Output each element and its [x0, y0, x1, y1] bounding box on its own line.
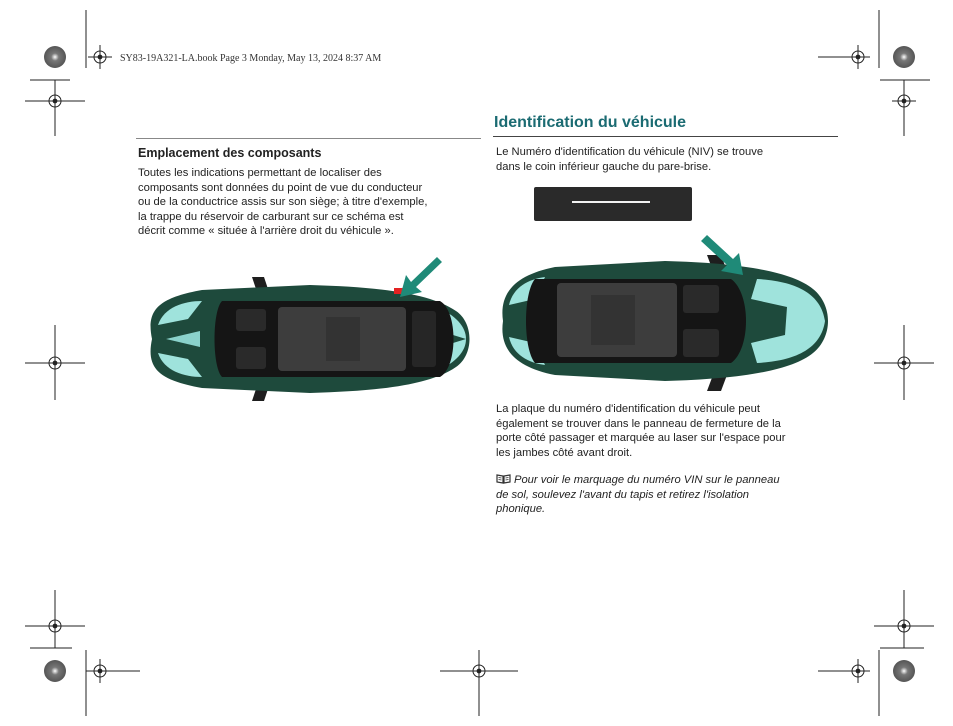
vin-location-arrow-icon: [701, 235, 743, 275]
paragraph-line: Toutes les indications permettant de loc…: [138, 167, 382, 179]
vin-note-paragraph: Pour voir le marquage du numéro VIN sur …: [496, 473, 841, 517]
car-top-view-fuel-door: [150, 257, 470, 401]
paragraph-line: composants sont données du point de vue …: [138, 181, 423, 194]
vin-plate-paragraph: La plaque du numéro d'identification du …: [496, 402, 841, 460]
registration-disc-icon: [893, 660, 915, 682]
paragraph-line: décrit comme « située à l'arrière droit …: [138, 225, 394, 238]
vin-barcode: [572, 201, 650, 203]
paragraph-line: de sol, soulevez l'avant du tapis et ret…: [496, 488, 750, 501]
registration-disc-icon: [44, 46, 66, 68]
paragraph-line: dans le coin inférieur gauche du pare-br…: [496, 160, 712, 173]
paragraph-line: la trappe du réservoir de carburant sur …: [138, 210, 404, 223]
paragraph-line: ou de la conductrice assis sur son siège…: [138, 196, 428, 209]
paragraph-line: également se trouver dans le panneau de …: [496, 417, 781, 430]
paragraph-line: porte côté passager et marquée au laser …: [496, 432, 786, 445]
section-title: Identification du véhicule: [494, 114, 687, 131]
paragraph-line: Pour voir le marquage du numéro VIN sur …: [496, 473, 841, 488]
registration-disc-icon: [44, 660, 66, 682]
paragraph-line: les jambes côté avant droit.: [496, 446, 633, 459]
book-icon: [496, 474, 511, 484]
registration-disc-icon: [893, 46, 915, 68]
title-rule-right: [493, 136, 838, 137]
paragraph-line: La plaque du numéro d'identification du …: [496, 403, 760, 415]
car-top-view-vin-location: [502, 235, 828, 391]
paragraph-line: Le Numéro d'identification du véhicule (…: [496, 146, 764, 158]
components-paragraph: Toutes les indications permettant de loc…: [138, 166, 483, 239]
vin-windshield-plate: [534, 187, 692, 221]
print-slug-line: SY83-19A321-LA.book Page 3 Monday, May 1…: [120, 53, 382, 64]
title-rule-left: [136, 138, 481, 139]
components-heading: Emplacement des composants: [138, 146, 322, 160]
fuel-door-arrow-icon: [400, 257, 442, 297]
vin-intro-paragraph: Le Numéro d'identification du véhicule (…: [496, 145, 841, 174]
paragraph-line: phonique.: [496, 503, 546, 516]
